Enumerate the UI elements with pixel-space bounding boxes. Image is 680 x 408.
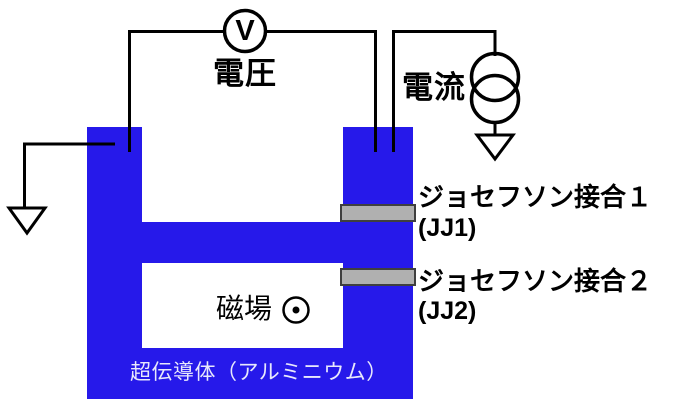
junction-2-label: ジョセフソン接合２ <box>418 266 653 296</box>
junction-2-abbrev: (JJ2) <box>418 297 477 325</box>
junction-1-label: ジョセフソン接合１ <box>418 182 653 212</box>
josephson-junction-2-bar <box>340 268 416 286</box>
arrow-down-icon <box>474 133 516 162</box>
voltmeter-symbol: V <box>235 15 255 47</box>
wire-voltmeter-right <box>266 30 377 152</box>
junction-1-abbrev: (JJ1) <box>418 214 477 242</box>
wire-voltage-left-lead <box>23 142 115 209</box>
wire-voltmeter-left <box>128 30 224 152</box>
wire-current-source <box>392 30 497 152</box>
superconductor-middle-bar <box>87 222 413 263</box>
field-out-of-plane-dot <box>292 306 300 314</box>
magnetic-field-label: 磁場 <box>216 293 273 324</box>
voltage-label: 電圧 <box>213 56 277 91</box>
josephson-junction-1-bar <box>340 204 416 222</box>
voltmeter-icon <box>222 8 268 54</box>
ground-icon <box>6 206 48 236</box>
superconductor-bottom-bar <box>87 348 413 399</box>
current-label: 電流 <box>402 70 466 105</box>
current-source-icon <box>469 51 521 103</box>
superconductor-label: 超伝導体（アルミニウム） <box>130 361 388 384</box>
